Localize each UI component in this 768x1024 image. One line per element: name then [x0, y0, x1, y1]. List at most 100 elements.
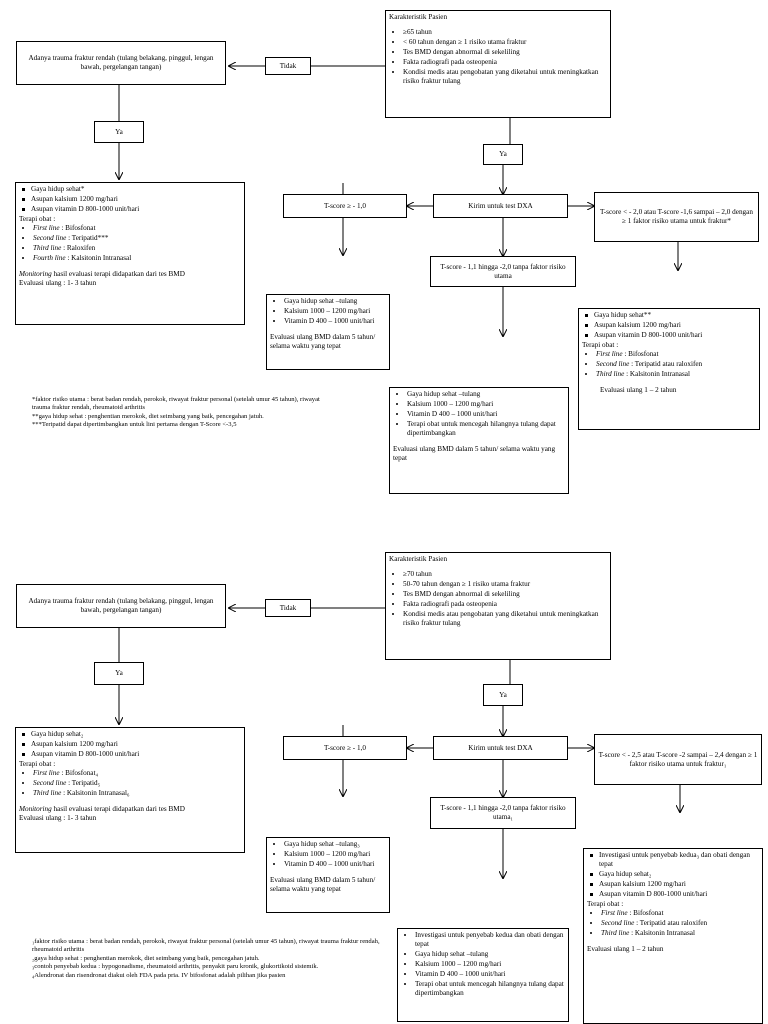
terapi-list: First line : Bifosfonat Second line : Te… — [582, 350, 756, 379]
list-item: Fourth line : Kalsitonin Intranasal — [33, 254, 241, 263]
footnote: ₂gaya hidup sehat : penghentian merokok,… — [32, 954, 260, 962]
karakteristik-pasien-box-2: Karakteristik Pasien ≥70 tahun 50-70 tah… — [385, 552, 611, 660]
list-item: Second line : Teripatid*** — [33, 234, 241, 243]
trauma-text: Adanya trauma fraktur rendah (tulang bel… — [28, 597, 214, 614]
list-item: Gaya hidup sehat** — [585, 311, 756, 320]
terapi-label: Terapi obat : — [19, 760, 56, 768]
list-item: Gaya hidup sehat –tulang — [284, 297, 386, 306]
right-treatment-box-1: Gaya hidup sehat** Asupan kalsium 1200 m… — [578, 308, 760, 430]
tscore-low-box-1: T-score < - 2,0 atau T-score -1,6 sampai… — [594, 192, 759, 242]
karakteristik-title: Karakteristik Pasien — [389, 555, 448, 563]
list-item: Fakta radiografi pada osteopenia — [403, 58, 607, 67]
tscore-low-text: T-score < - 2,5 atau T-score -2 sampai –… — [598, 750, 758, 768]
tscore-mid-text: T-score - 1,1 hingga -2,0 tanpa faktor r… — [440, 804, 566, 821]
list-item: Kalsium 1000 – 1200 mg/hari — [415, 960, 565, 969]
list-item: ≥70 tahun — [403, 570, 607, 579]
list-item: Asupan kalsium 1200 mg/hari — [22, 195, 241, 204]
trauma-box-1: Adanya trauma fraktur rendah (tulang bel… — [16, 41, 226, 85]
list-item: First line : Bifosfonat — [33, 224, 241, 233]
monitoring-text: Monitoring hasil evaluasi terapi didapat… — [19, 270, 185, 278]
tscore-high-text: T-score ≥ - 1,0 — [323, 743, 366, 752]
tscore-high-box-2: T-score ≥ - 1,0 — [283, 736, 407, 760]
tidak-label: Tidak — [279, 61, 297, 70]
terapi-label: Terapi obat : — [582, 341, 619, 349]
lifestyle-list: Investigasi untuk penyebab kedua₃ dan ob… — [587, 851, 759, 899]
ya-mid-box-1: Ya — [483, 144, 523, 165]
list-item: Asupan kalsium 1200 mg/hari — [590, 880, 759, 889]
dxa-text: Kirim untuk test DXA — [468, 743, 533, 752]
list-item: Terapi obat untuk mencegah hilangnya tul… — [407, 420, 565, 438]
list-item: Vitamin D 400 – 1000 unit/hari — [284, 860, 386, 869]
tscore-mid-box-1: T-score - 1,1 hingga -2,0 tanpa faktor r… — [430, 256, 576, 287]
footnote: ₃contoh penyebab kedua : hypogonadisme, … — [32, 963, 319, 971]
tidak-label: Tidak — [279, 603, 297, 612]
ya-left-box-1: Ya — [94, 121, 144, 143]
list-item: Second line : Teripatid₅ — [33, 779, 241, 788]
list-item: Kalsium 1000 – 1200 mg/hari — [284, 850, 386, 859]
list-item: Asupan vitamin D 800-1000 unit/hari — [590, 890, 759, 899]
list-item: Investigasi untuk penyebab kedua dan oba… — [415, 931, 565, 949]
footnote: ₁faktor risiko utama : berat badan renda… — [32, 938, 380, 954]
list-item: Tes BMD dengan abnormal di sekeliling — [403, 48, 607, 57]
list-item: < 60 tahun dengan ≥ 1 risiko utama frakt… — [403, 38, 607, 47]
list-item: Kondisi medis atau pengobatan yang diket… — [403, 610, 607, 628]
dxa-box-2: Kirim untuk test DXA — [433, 736, 568, 760]
evaluasi-text: Evaluasi ulang BMD dalam 5 tahun/ selama… — [270, 876, 376, 893]
list-item: Gaya hidup sehat –tulang₃ — [284, 840, 386, 849]
list-item: Second line : Teripatid atau raloxifen — [596, 360, 756, 369]
right-treatment-box-2: Investigasi untuk penyebab kedua₃ dan ob… — [583, 848, 763, 1024]
left-treatment-box-2: Gaya hidup sehat₂ Asupan kalsium 1200 mg… — [15, 727, 245, 853]
list-item: Gaya hidup sehat –tulang — [407, 390, 565, 399]
evaluasi-text: Evaluasi ulang BMD dalam 5 tahun/ selama… — [393, 445, 556, 462]
ya-label: Ya — [499, 150, 507, 158]
terapi-list: First line : Bifosfonat Second line : Te… — [587, 909, 759, 938]
list-item: Asupan vitamin D 800-1000 unit/hari — [22, 205, 241, 214]
ya-left-box-2: Ya — [94, 662, 144, 685]
evaluasi-text: Evaluasi ulang BMD dalam 5 tahun/ selama… — [270, 333, 376, 350]
list-item: Third line : Raloxifen — [33, 244, 241, 253]
list-item: Asupan vitamin D 800-1000 unit/hari — [22, 750, 241, 759]
tidak-box-1: Tidak — [265, 57, 311, 75]
ya-mid-box-2: Ya — [483, 684, 523, 706]
list-item: First line : Bifosfonat — [601, 909, 759, 918]
list-item: Asupan kalsium 1200 mg/hari — [22, 740, 241, 749]
trauma-box-2: Adanya trauma fraktur rendah (tulang bel… — [16, 584, 226, 628]
terapi-list: First line : Bifosfonat Second line : Te… — [19, 224, 241, 263]
tscore-mid-text: T-score - 1,1 hingga -2,0 tanpa faktor r… — [440, 262, 566, 280]
terapi-label: Terapi obat : — [587, 900, 624, 908]
mid-list: Investigasi untuk penyebab kedua dan oba… — [401, 931, 565, 998]
list-item: Kalsium 1000 – 1200 mg/hari — [284, 307, 386, 316]
tscore-high-box-1: T-score ≥ - 1,0 — [283, 194, 407, 218]
mid-treatment-box-2: Investigasi untuk penyebab kedua dan oba… — [397, 928, 569, 1022]
mid-treatment-box-1: Gaya hidup sehat –tulang Kalsium 1000 – … — [389, 387, 569, 494]
karakteristik-title: Karakteristik Pasien — [389, 13, 448, 21]
list-item: Gaya hidup sehat₂ — [590, 870, 759, 879]
footnote: *faktor risiko utama : berat badan renda… — [32, 396, 320, 412]
karakteristik-pasien-box-1: Karakteristik Pasien ≥65 tahun < 60 tahu… — [385, 10, 611, 118]
normal-list: Gaya hidup sehat –tulang₃ Kalsium 1000 –… — [270, 840, 386, 869]
lifestyle-list: Gaya hidup sehat** Asupan kalsium 1200 m… — [582, 311, 756, 340]
left-treatment-box-1: Gaya hidup sehat* Asupan kalsium 1200 mg… — [15, 182, 245, 325]
list-item: First line : Bifosfonat₄ — [33, 769, 241, 778]
tscore-high-text: T-score ≥ - 1,0 — [323, 201, 366, 210]
list-item: Kondisi medis atau pengobatan yang diket… — [403, 68, 607, 86]
list-item: Third line : Kalsitonin Intranasal₆ — [33, 789, 241, 798]
list-item: Fakta radiografi pada osteopenia — [403, 600, 607, 609]
terapi-list: First line : Bifosfonat₄ Second line : T… — [19, 769, 241, 798]
list-item: Third line : Kalsitonin Intranasal — [596, 370, 756, 379]
ya-label: Ya — [115, 127, 123, 136]
karakteristik-list: ≥70 tahun 50-70 tahun dengan ≥ 1 risiko … — [389, 570, 607, 628]
tscore-low-text: T-score < - 2,0 atau T-score -1,6 sampai… — [600, 208, 753, 225]
list-item: First line : Bifosfonat — [596, 350, 756, 359]
ya-label: Ya — [499, 690, 507, 699]
karakteristik-list: ≥65 tahun < 60 tahun dengan ≥ 1 risiko u… — [389, 28, 607, 86]
list-item: Gaya hidup sehat₂ — [22, 730, 241, 739]
normal-list: Gaya hidup sehat –tulang Kalsium 1000 – … — [270, 297, 386, 326]
evaluasi-text: Evaluasi ulang 1 – 2 tahun — [600, 386, 677, 394]
evaluasi-text: Evaluasi ulang 1 – 2 tahun — [587, 945, 664, 953]
list-item: Vitamin D 400 – 1000 unit/hari — [407, 410, 565, 419]
mid-list: Gaya hidup sehat –tulang Kalsium 1000 – … — [393, 390, 565, 438]
list-item: ≥65 tahun — [403, 28, 607, 37]
list-item: Kalsium 1000 – 1200 mg/hari — [407, 400, 565, 409]
